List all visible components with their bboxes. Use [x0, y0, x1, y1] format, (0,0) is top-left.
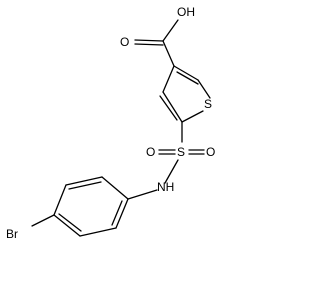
bond-c4-br [31, 214, 55, 227]
bond-c-oh [162, 19, 179, 42]
bond-c3-c2-double-b [176, 71, 199, 85]
atom-br: Br [6, 227, 18, 241]
bond-nh-c1-aryl [127, 189, 158, 200]
bond-s-c5 [181, 110, 204, 123]
bond-c-o-double-b [134, 43, 164, 46]
bond-aryl-5 [79, 227, 117, 237]
bond-aryl-1 [101, 176, 129, 200]
bond-aryl-4 [53, 214, 81, 237]
atom-nh: NH [157, 180, 174, 194]
bond-c3-c2-double-a [173, 65, 199, 81]
bonds [31, 19, 211, 237]
atom-labels: OH O S S O O NH Br [6, 5, 215, 241]
bond-s-nh [164, 159, 179, 184]
bond-aryl-3 [53, 184, 67, 216]
atom-s-sulfonyl: S [177, 145, 185, 159]
bond-aryl-2-inner [68, 181, 102, 190]
bond-aryl-4-inner [58, 213, 82, 232]
bond-c5-c4-double-b [159, 95, 178, 121]
atom-o-sulfonyl-left: O [146, 145, 155, 159]
bond-ring-c3-cooh [162, 40, 175, 67]
atom-o-sulfonyl-right: O [206, 145, 215, 159]
atom-o-carbonyl: O [120, 35, 129, 49]
bond-c5-c4-double-a [162, 91, 183, 123]
bond-c-o-double-a [134, 39, 164, 42]
atom-s-ring: S [204, 97, 212, 111]
bond-aryl-6 [115, 198, 129, 229]
atom-oh: OH [177, 5, 195, 19]
bond-c4-c3 [162, 65, 175, 93]
bond-aryl-2 [65, 176, 103, 186]
bond-aryl-6-inner [111, 200, 123, 226]
bond-c2-s [197, 79, 211, 99]
chemical-structure-diagram: OH O S S O O NH Br [6, 5, 215, 241]
